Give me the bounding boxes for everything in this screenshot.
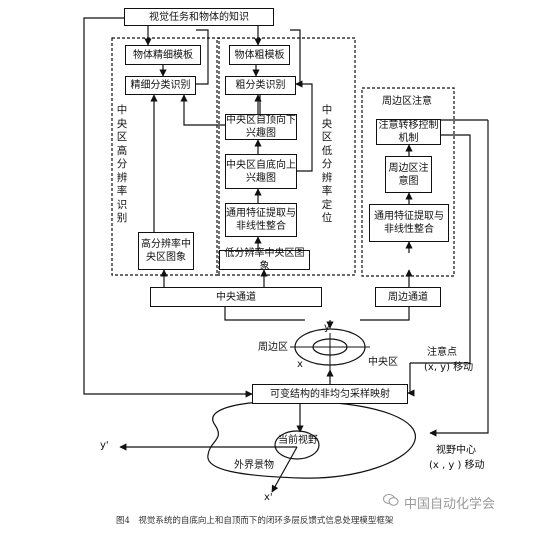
axis-y-prime-label: y' (100, 440, 109, 451)
nonuniform-mapping-box: 可变结构的非均匀采样映射 (252, 384, 408, 404)
periphery-zone-label: 周边区 (258, 342, 288, 353)
coarse-classify-box: 粗分类识别 (225, 76, 296, 95)
knowledge-box: 视觉任务和物体的知识 (124, 8, 274, 26)
retina-y-label: y (324, 322, 330, 333)
outer-scene-label: 外界景物 (234, 460, 274, 471)
attention-shift-box: 注意转移控制机制 (376, 119, 441, 145)
wechat-logo-icon (383, 494, 399, 506)
fine-template-box: 物体精细模板 (125, 45, 201, 65)
center-zone-label: 中央区 (368, 357, 398, 368)
coarse-template-box: 物体粗模板 (229, 45, 290, 65)
attention-point-label: 注意点 (427, 347, 457, 358)
fov-center-move-label: (x , y ) 移动 (429, 460, 485, 471)
current-fov-label: 当前视野 (278, 435, 318, 446)
periphery-feature-box: 通用特征提取与非线性整合 (369, 204, 449, 242)
retina-x-label: x (297, 359, 303, 370)
periphery-region-label: 周边区注意 (382, 96, 432, 107)
fov-center-label: 视野中心 (436, 445, 476, 456)
watermark-text: 中国自动化学会 (404, 497, 496, 512)
high-res-image-box: 高分辨率中央区图象 (138, 232, 194, 270)
low-res-region-label: 中央区低分辨率定位 (321, 104, 333, 224)
attention-point-move-label: (x, y) 移动 (424, 362, 474, 373)
center-feature-box: 通用特征提取与非线性整合 (225, 203, 297, 237)
low-res-image-box: 低分辨率中央区图象 (219, 248, 310, 272)
center-channel-box: 中央通道 (150, 287, 322, 307)
figure-caption: 图4 视觉系统的自底向上和自顶而下的闭环多层反馈式信息处理模型框架 (116, 516, 394, 526)
axis-x-prime-label: x' (264, 492, 273, 503)
periphery-channel-box: 周边通道 (375, 287, 441, 307)
region-frame-low-res (216, 37, 356, 276)
bottomup-saliency-box: 中央区自底向上兴趣图 (225, 154, 297, 189)
topdown-saliency-box: 中央区自顶向下兴趣图 (225, 114, 297, 140)
high-res-region-label: 中央区高分辨率识别 (116, 104, 128, 224)
fine-classify-box: 精细分类识别 (125, 76, 196, 95)
periphery-attention-box: 周边区注意图 (385, 156, 432, 193)
